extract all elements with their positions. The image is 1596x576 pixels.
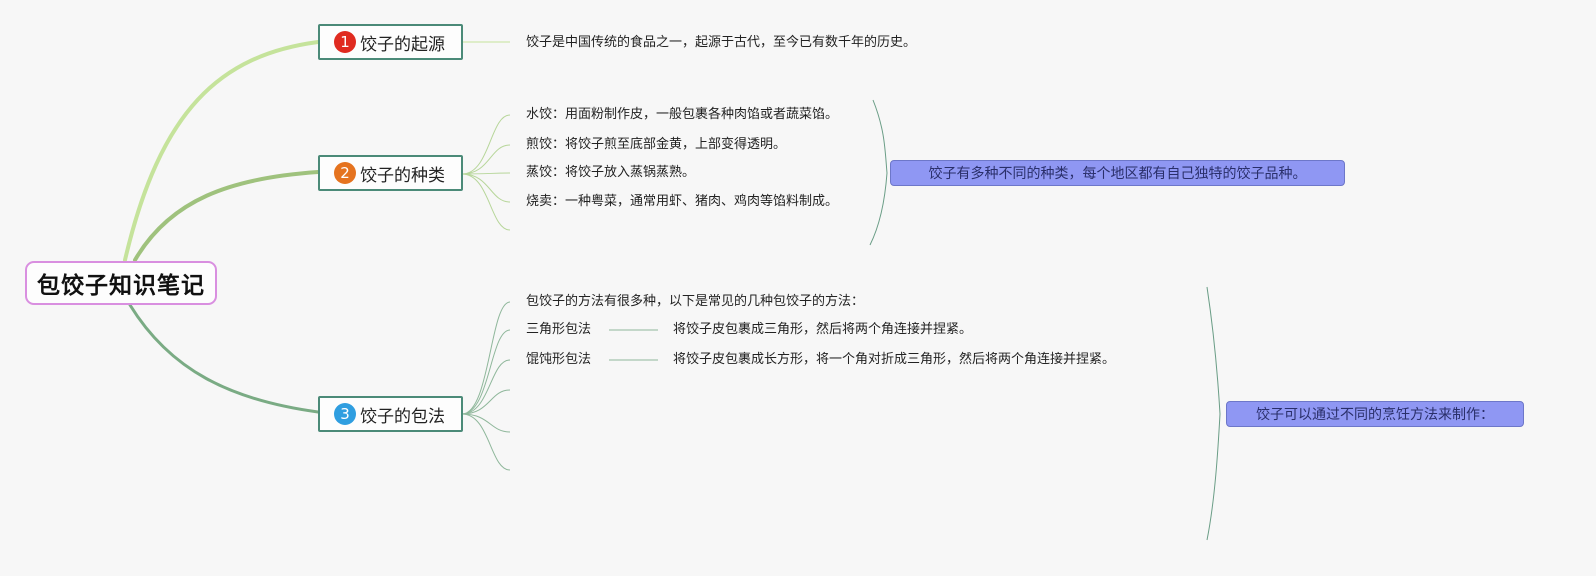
connector-types-leaf-2 — [461, 144, 511, 175]
types-leaf[interactable]: 蒸饺：将饺子放入蒸锅蒸熟。 — [526, 165, 696, 180]
connector-methods-leaf-4 — [461, 389, 511, 415]
number-badge-icon: 3 — [334, 403, 356, 425]
summary-brace-types — [869, 99, 888, 246]
methods-intro-leaf[interactable]: 包饺子的方法有很多种，以下是常见的几种包饺子的方法： — [526, 294, 865, 309]
connector-types-leaf-5 — [461, 173, 511, 231]
connector-types-leaf-3 — [461, 172, 511, 175]
topic-methods[interactable]: 3 饺子的包法 — [318, 396, 463, 432]
connector-root-topic-1 — [123, 40, 320, 262]
method-detail-leaf[interactable]: 将饺子皮包裹成三角形，然后将两个角连接并捏紧。 — [673, 322, 973, 337]
topic-label: 饺子的包法 — [360, 406, 445, 427]
root-topic[interactable]: 包饺子知识笔记 — [25, 261, 217, 305]
connector-types-leaf-1 — [461, 114, 511, 175]
method-name-leaf[interactable]: 馄饨形包法 — [526, 352, 592, 367]
topic-types[interactable]: 2 饺子的种类 — [318, 155, 463, 191]
method-name-leaf[interactable]: 三角形包法 — [526, 322, 592, 337]
types-leaf[interactable]: 煎饺：将饺子煎至底部金黄，上部变得透明。 — [526, 137, 787, 152]
number-badge-icon: 1 — [334, 31, 356, 53]
connector-methods-leaf-6 — [461, 413, 511, 471]
topic-label: 饺子的种类 — [360, 165, 445, 186]
topic-label: 饺子的起源 — [360, 34, 445, 55]
connector-methods-leaf-3 — [461, 359, 511, 415]
root-topic-label: 包饺子知识笔记 — [37, 273, 205, 299]
types-summary[interactable]: 饺子有多种不同的种类，每个地区都有自己独特的饺子品种。 — [890, 160, 1345, 186]
connector-root-topic-3 — [128, 303, 320, 414]
methods-summary[interactable]: 饺子可以通过不同的烹饪方法来制作： — [1226, 401, 1524, 427]
topic-origin[interactable]: 1 饺子的起源 — [318, 24, 463, 60]
origin-leaf[interactable]: 饺子是中国传统的食品之一，起源于古代，至今已有数千年的历史。 — [526, 35, 917, 50]
connector-methods-leaf-5 — [461, 413, 511, 433]
types-leaf[interactable]: 烧卖：一种粤菜，通常用虾、猪肉、鸡肉等馅料制成。 — [526, 194, 839, 209]
number-badge-icon: 2 — [334, 162, 356, 184]
connector-methods-leaf-2 — [461, 329, 511, 415]
connector-methods-leaf-1 — [461, 301, 511, 415]
summary-label: 饺子可以通过不同的烹饪方法来制作： — [1256, 407, 1494, 423]
summary-label: 饺子有多种不同的种类，每个地区都有自己独特的饺子品种。 — [928, 166, 1307, 182]
summary-brace-methods — [1206, 286, 1221, 541]
connector-types-leaf-4 — [461, 173, 511, 203]
types-leaf[interactable]: 水饺：用面粉制作皮，一般包裹各种肉馅或者蔬菜馅。 — [526, 107, 839, 122]
method-detail-leaf[interactable]: 将饺子皮包裹成长方形，将一个角对折成三角形，然后将两个角连接并捏紧。 — [673, 352, 1116, 367]
connector-root-topic-2 — [133, 170, 320, 262]
